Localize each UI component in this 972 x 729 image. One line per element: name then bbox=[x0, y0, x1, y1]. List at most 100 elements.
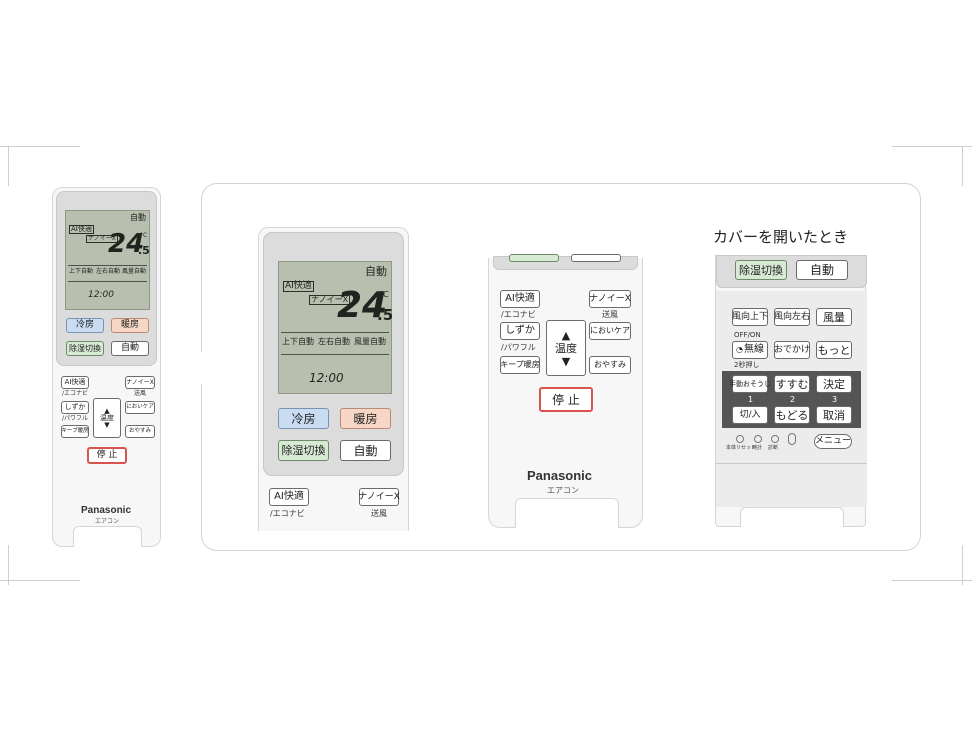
lcd-divider bbox=[68, 265, 147, 266]
temp-label: 温度 bbox=[100, 413, 114, 422]
nanoe-button[interactable]: ナノイーX bbox=[589, 290, 631, 308]
step-label: 1 bbox=[748, 395, 754, 404]
stop-button[interactable]: 停 止 bbox=[539, 387, 593, 412]
clock-label: 時計 bbox=[752, 445, 763, 451]
cover-open-caption: カバーを開いたとき bbox=[713, 228, 849, 246]
sensor-icon bbox=[788, 433, 796, 445]
wifi-icon: ◔ bbox=[736, 345, 743, 354]
lcd-temp-decimal: .5 bbox=[138, 244, 150, 257]
crop-mark bbox=[962, 146, 963, 186]
keep-heat-button[interactable]: キープ暖房 bbox=[500, 356, 540, 374]
goout-button[interactable]: おでかけ bbox=[774, 341, 810, 359]
stop-button[interactable]: 停 止 bbox=[87, 447, 127, 464]
lcd-temp: 24 bbox=[108, 229, 145, 259]
brand-logo: Panasonic bbox=[81, 505, 132, 516]
temp-up-icon: ▲ bbox=[104, 406, 110, 415]
auto-button[interactable]: 自動 bbox=[111, 341, 149, 356]
lcd-nanoe: ナノイーX bbox=[309, 295, 351, 305]
lcd-mode: 自動 bbox=[130, 213, 146, 222]
nanoe-button[interactable]: ナノイーX bbox=[125, 376, 155, 389]
cool-button[interactable]: 冷房 bbox=[278, 408, 329, 429]
auto-button-edge[interactable] bbox=[571, 254, 621, 262]
vane-updown-button[interactable]: 風向上下 bbox=[732, 308, 768, 326]
crop-mark bbox=[962, 545, 963, 585]
manual-clean-button[interactable]: 手動おそうじ bbox=[729, 375, 771, 393]
auto-button[interactable]: 自動 bbox=[796, 260, 848, 280]
heat-button[interactable]: 暖房 bbox=[111, 318, 149, 333]
cool-button[interactable]: 冷房 bbox=[66, 318, 104, 333]
crop-mark bbox=[892, 580, 972, 581]
reset-label: 本体リセット bbox=[726, 445, 757, 451]
lcd-screen: 自動 AI快適 ナノイーX 24 .5 °C 上下自動 左右自動 風量自動 12… bbox=[65, 210, 150, 310]
crop-mark bbox=[892, 146, 972, 147]
odor-button[interactable]: においケア bbox=[125, 401, 155, 414]
battery-cover bbox=[740, 507, 844, 527]
quiet-sublabel: /パワフル bbox=[501, 343, 536, 352]
temp-down-icon: ▼ bbox=[561, 354, 571, 368]
ai-button[interactable]: AI快適 bbox=[269, 488, 309, 506]
lcd-mode: 自動 bbox=[365, 265, 387, 278]
crop-mark bbox=[0, 580, 80, 581]
lcd-vane-label: 風量自動 bbox=[354, 337, 386, 346]
onoff-button[interactable]: 切/入 bbox=[732, 406, 768, 424]
lcd-vane-label: 上下自動 bbox=[282, 337, 314, 346]
lcd-vane-label: 風量自動 bbox=[122, 268, 147, 275]
auto-button[interactable]: 自動 bbox=[340, 440, 391, 461]
menu-button[interactable]: メニュー bbox=[814, 434, 852, 449]
step-label: 2 bbox=[790, 395, 796, 404]
quiet-button[interactable]: しずか bbox=[61, 401, 89, 414]
ai-button[interactable]: AI快適 bbox=[61, 376, 89, 389]
quiet-button[interactable]: しずか bbox=[500, 322, 540, 340]
dehumid-button[interactable]: 除湿切換 bbox=[278, 440, 329, 461]
nanoe-button[interactable]: ナノイーX bbox=[358, 488, 400, 506]
back-button[interactable]: もどる bbox=[774, 406, 810, 424]
brand-sub: エアコン bbox=[95, 518, 120, 525]
offon-label: OFF/ON bbox=[734, 331, 761, 339]
temp-down-icon: ▼ bbox=[104, 420, 110, 429]
lcd-divider bbox=[281, 332, 389, 333]
reset-hole-icon[interactable] bbox=[736, 435, 744, 443]
lcd-vane-label: 左右自動 bbox=[96, 268, 121, 275]
brand-logo: Panasonic bbox=[527, 468, 593, 483]
clock-hole-icon[interactable] bbox=[754, 435, 762, 443]
temp-button[interactable]: ▲ 温度 ▼ bbox=[93, 398, 121, 438]
dehumid-button-edge[interactable] bbox=[509, 254, 559, 262]
wireless-label: 無線 bbox=[743, 344, 764, 355]
remote-cover-open: 除湿切換 自動 風向上下 風向左右 風量 OFF/ON ◔ 無線 2秒押し おで… bbox=[715, 255, 867, 527]
nanoe-sublabel: 送風 bbox=[134, 390, 147, 397]
more-button[interactable]: もっと bbox=[816, 341, 852, 359]
lcd-unit: °C bbox=[379, 290, 389, 299]
dehumid-button[interactable]: 除湿切換 bbox=[66, 341, 104, 356]
lcd-vane-label: 左右自動 bbox=[318, 337, 350, 346]
lcd-nanoe: ナノイーX bbox=[86, 235, 118, 243]
battery-cover bbox=[515, 498, 619, 528]
lcd-clock: 12:00 bbox=[309, 371, 344, 385]
decide-button[interactable]: 決定 bbox=[816, 375, 852, 393]
crop-mark bbox=[0, 146, 80, 147]
sleep-button[interactable]: おやすみ bbox=[589, 356, 631, 374]
nanoe-sublabel: 送風 bbox=[371, 509, 387, 518]
temp-button[interactable]: ▲ 温度 ▼ bbox=[546, 320, 586, 376]
lcd-ai: AI快適 bbox=[69, 225, 94, 234]
keep-heat-button[interactable]: キープ暖房 bbox=[61, 425, 89, 438]
temp-label: 温度 bbox=[555, 341, 577, 355]
lcd-temp: 24 bbox=[337, 285, 388, 326]
heat-button[interactable]: 暖房 bbox=[340, 408, 391, 429]
crop-mark bbox=[8, 146, 9, 186]
ai-button[interactable]: AI快適 bbox=[500, 290, 540, 308]
dehumid-button[interactable]: 除湿切換 bbox=[735, 260, 787, 280]
vane-leftright-button[interactable]: 風向左右 bbox=[774, 308, 810, 326]
wireless-button[interactable]: ◔ 無線 bbox=[732, 341, 768, 359]
diagnose-hole-icon[interactable] bbox=[771, 435, 779, 443]
quiet-sublabel: /パワフル bbox=[62, 415, 89, 422]
ai-sublabel: /エコナビ bbox=[62, 390, 89, 397]
advance-button[interactable]: すすむ bbox=[774, 375, 810, 393]
sleep-button[interactable]: おやすみ bbox=[125, 425, 155, 438]
cancel-button[interactable]: 取消 bbox=[816, 406, 852, 424]
lcd-unit: °C bbox=[140, 232, 148, 239]
remote-head-closeup: 自動 AI快適 ナノイーX 24 .5 °C 上下自動 左右自動 風量自動 12… bbox=[258, 227, 409, 531]
temp-up-icon: ▲ bbox=[561, 328, 571, 342]
odor-button[interactable]: においケア bbox=[589, 322, 631, 340]
lcd-screen: 自動 AI快適 ナノイーX 24 .5 °C 上下自動 左右自動 風量自動 12… bbox=[278, 261, 393, 394]
fan-speed-button[interactable]: 風量 bbox=[816, 308, 852, 326]
